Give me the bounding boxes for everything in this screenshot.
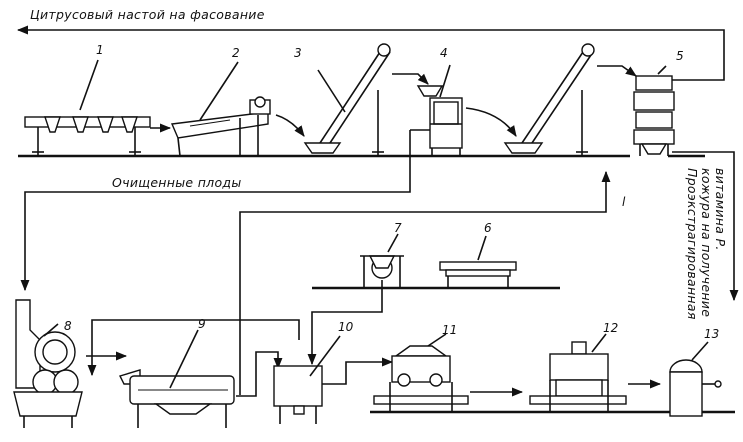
flow-line-7-to-10 [307,280,383,366]
unit-6-table [439,235,517,288]
flow-line-return [87,319,300,377]
unit-number-9: 9 [198,317,206,331]
unit-peel-elevator [503,43,595,156]
caption-peeled-fruit: Очищенные плоды [112,175,242,190]
unit-number-6: 6 [484,221,492,235]
unit-13-tank [669,341,722,417]
unit-number-12: 12 [603,321,618,335]
unit-10-collector [273,335,341,424]
unit-number-3: 3 [294,46,302,60]
flow-line-peel-return [239,170,611,395]
flow-line-citrus-infusion [16,25,725,81]
unit-11-press [373,333,469,412]
unit-5-extractor [633,65,675,156]
unit-number-11: 11 [442,323,457,337]
caption-extracted-peel-line-2: кожура на получение [699,168,714,317]
arrow-2-to-3 [275,114,305,137]
arrow-3-to-4 [392,73,429,85]
unit-7-hopper [360,233,404,288]
caption-extracted-peel-line-3: витамина Р. [713,168,728,251]
arrow-10-to-11 [322,357,394,385]
unit-2-washer [170,61,271,157]
arrow-4-to-elevator [465,107,517,137]
unit-number-7: 7 [394,221,402,235]
stray-mark: l [622,195,626,209]
unit-number-2: 2 [232,46,240,60]
arrow-elevator-to-5 [597,65,637,77]
unit-3-elevator [303,43,391,156]
arrow-9-to-10 [236,351,283,397]
unit-number-1: 1 [96,43,104,57]
unit-1-roller-conveyor [24,59,151,156]
unit-number-8: 8 [64,319,72,333]
unit-9-mixer [119,329,235,428]
flow-line-peeled-fruit [20,130,411,292]
flow-line-extracted-peel [672,151,739,302]
unit-number-13: 13 [704,327,719,341]
unit-12-filter [529,333,627,412]
unit-8-crusher [13,299,83,428]
unit-4-peeler [410,64,463,156]
caption-extracted-peel: Проэкстрагированная кожура на получение … [685,168,728,324]
caption-citrus-infusion: Цитрусовый настой на фасование [30,7,265,22]
caption-extracted-peel-line-1: Проэкстрагированная [685,168,700,320]
unit-number-10: 10 [338,320,354,334]
unit-number-4: 4 [440,46,448,60]
unit-number-5: 5 [676,49,684,63]
